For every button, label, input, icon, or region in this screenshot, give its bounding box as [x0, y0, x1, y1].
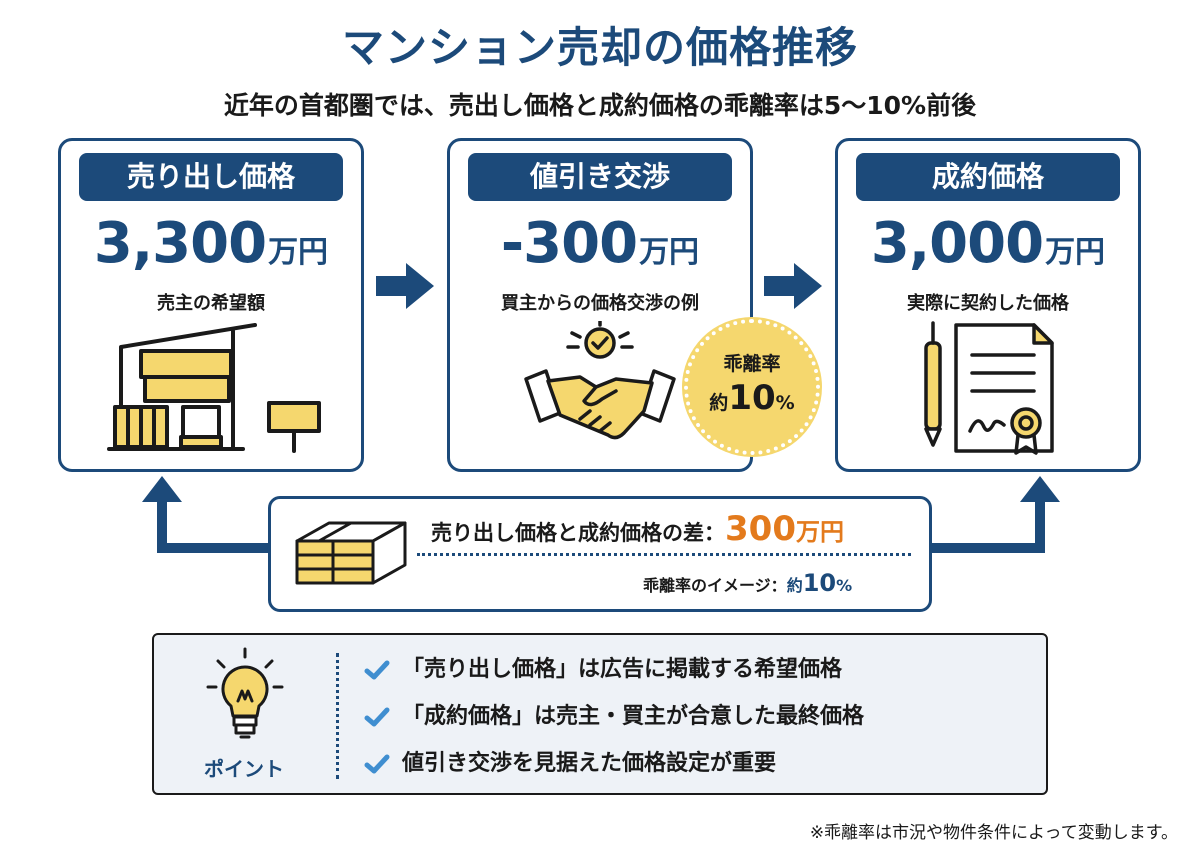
seal-unit: %	[775, 392, 795, 414]
contract-document-icon	[924, 321, 1054, 455]
ratio-label: 乖離率のイメージ：	[643, 576, 787, 595]
deviation-rate-seal: 乖離率 約10%	[684, 319, 820, 455]
checkmark-icon	[364, 707, 390, 727]
card-caption: 実際に契約した価格	[907, 293, 1069, 314]
seal-value: 約10%	[688, 378, 816, 418]
dotted-divider	[417, 553, 911, 556]
arrow-right-icon	[376, 263, 434, 309]
card-contract-price: 成約価格 3,000万円 実際に契約した価格	[835, 138, 1141, 472]
point-box: ポイント 「売り出し価格」は広告に掲載する希望価格 「成約価格」は売主・買主が合…	[152, 633, 1048, 795]
card-caption: 買主からの価格交渉の例	[501, 293, 699, 314]
cash-stack-icon	[295, 521, 407, 585]
difference-unit: 万円	[795, 518, 844, 546]
house-for-sale-icon	[107, 323, 321, 453]
difference-value: 300	[725, 509, 796, 549]
checkmark-icon	[364, 660, 390, 680]
seal-prefix: 約	[709, 392, 729, 414]
difference-label: 売り出し価格と成約価格の差：	[431, 521, 725, 545]
connector-arrows	[142, 476, 1060, 553]
card-value: 3,000万円	[838, 211, 1138, 276]
point-item-text: 値引き交渉を見据えた価格設定が重要	[402, 751, 777, 776]
ratio-unit: %	[836, 576, 853, 595]
point-item: 「売り出し価格」は広告に掲載する希望価格	[364, 651, 842, 683]
footnote: ※乖離率は市況や物件条件によって変動します。	[809, 823, 1178, 843]
ratio-line: 乖離率のイメージ：約10%	[643, 569, 852, 597]
value-unit: 万円	[639, 235, 700, 270]
card-value: 3,300万円	[61, 211, 361, 276]
seal-label: 乖離率	[723, 353, 781, 375]
value-number: 3,000	[870, 211, 1044, 276]
value-unit: 万円	[1045, 235, 1106, 270]
card-label: 売り出し価格	[79, 153, 343, 201]
lightbulb-icon	[206, 647, 284, 739]
point-divider	[336, 653, 339, 779]
point-label: ポイント	[204, 757, 284, 781]
card-list-price: 売り出し価格 3,300万円 売主の希望額	[58, 138, 364, 472]
point-item-text: 「成約価格」は売主・買主が合意した最終価格	[402, 704, 865, 729]
card-caption: 売主の希望額	[157, 293, 265, 314]
checkmark-icon	[364, 754, 390, 774]
arrow-right-icon	[764, 263, 822, 309]
ratio-number: 10	[802, 569, 837, 597]
value-number: -300	[500, 211, 638, 276]
value-unit: 万円	[268, 235, 329, 270]
card-label: 成約価格	[856, 153, 1120, 201]
card-label: 値引き交渉	[468, 153, 732, 201]
ratio-value: 約10%	[786, 569, 853, 597]
card-value: -300万円	[450, 211, 750, 276]
ratio-prefix: 約	[786, 576, 803, 595]
page-subtitle: 近年の首都圏では、売出し価格と成約価格の乖離率は5〜10%前後	[223, 91, 977, 120]
seal-number: 10	[728, 378, 776, 418]
difference-line: 売り出し価格と成約価格の差：300万円	[431, 509, 844, 549]
value-number: 3,300	[93, 211, 267, 276]
handshake-icon	[524, 321, 676, 440]
point-item: 「成約価格」は売主・買主が合意した最終価格	[364, 698, 864, 730]
point-item: 値引き交渉を見据えた価格設定が重要	[364, 745, 776, 777]
page-title: マンション売却の価格推移	[341, 23, 858, 72]
point-item-text: 「売り出し価格」は広告に掲載する希望価格	[402, 657, 843, 682]
price-difference-box: 売り出し価格と成約価格の差：300万円 乖離率のイメージ：約10%	[268, 496, 932, 612]
